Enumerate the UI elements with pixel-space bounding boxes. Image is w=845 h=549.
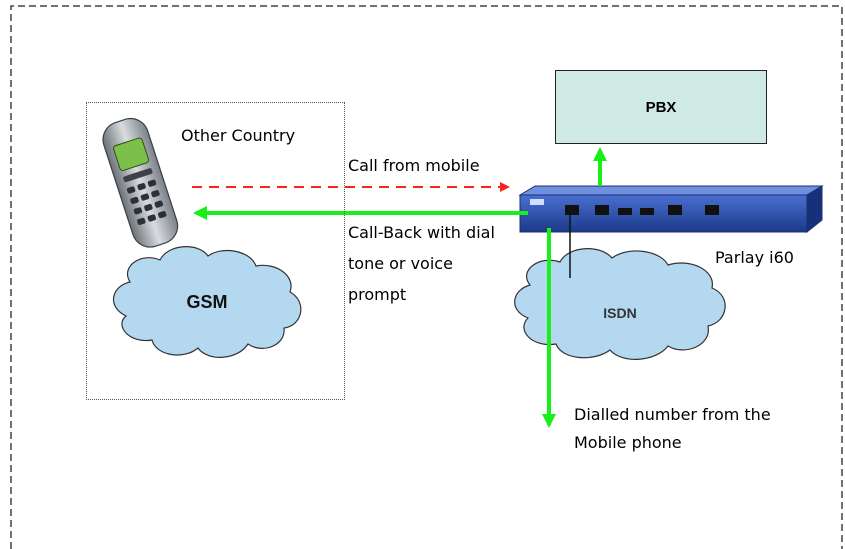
call-back-label-line-3: prompt	[348, 285, 407, 304]
call-back-label-line-2: tone or voice	[348, 254, 453, 273]
dialled-number-label-line-2: Mobile phone	[574, 433, 682, 452]
outer-dashed-border	[10, 5, 843, 549]
gsm-label: GSM	[186, 292, 227, 312]
pbx-box: PBX	[555, 70, 767, 144]
gsm-cloud-icon	[113, 246, 302, 358]
pbx-label: PBX	[645, 98, 677, 116]
other-country-region	[86, 102, 345, 400]
parlay-device-icon	[518, 185, 824, 234]
isdn-label: ISDN	[603, 305, 636, 321]
mobile-phone-icon	[102, 117, 179, 248]
call-back-label-line-1: Call-Back with dial	[348, 223, 495, 242]
dialled-number-label-line-1: Dialled number from the	[574, 405, 771, 424]
call-from-mobile-label: Call from mobile	[348, 156, 480, 175]
other-country-label: Other Country	[181, 126, 296, 145]
isdn-cloud-icon	[514, 248, 726, 360]
parlay-device-label: Parlay i60	[715, 248, 794, 267]
